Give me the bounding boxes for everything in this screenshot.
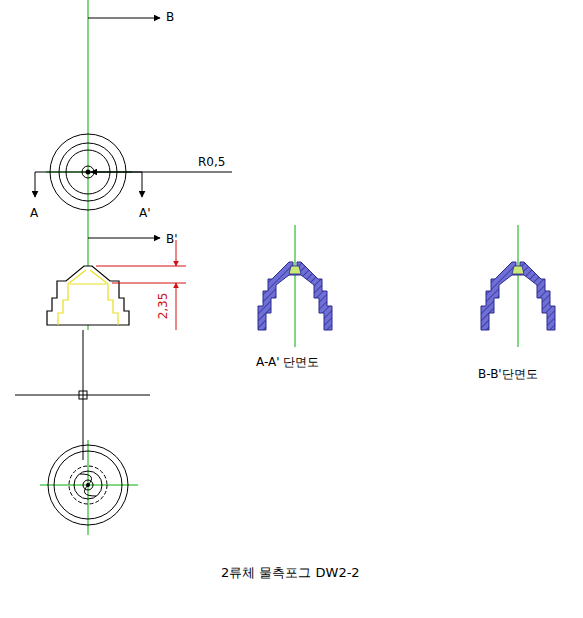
section-label: A' [139, 207, 151, 220]
top-view [35, 0, 232, 240]
bottom-view [40, 440, 138, 535]
radius-dimension: R0,5 [198, 156, 225, 169]
front-view [47, 240, 186, 330]
section-view [258, 225, 332, 347]
section-title: A-A' 단면도 [256, 356, 319, 369]
view-arrow-label: B [166, 11, 174, 24]
section-view [481, 225, 555, 347]
height-dimension: 2,35 [157, 293, 170, 320]
projection-lines [15, 330, 150, 460]
section-label: A [30, 207, 38, 220]
view-arrow-label: B' [166, 233, 178, 246]
section-title: B-B'단면도 [478, 368, 538, 381]
drawing-caption: 2류체 물측포그 DW2-2 [221, 566, 360, 580]
